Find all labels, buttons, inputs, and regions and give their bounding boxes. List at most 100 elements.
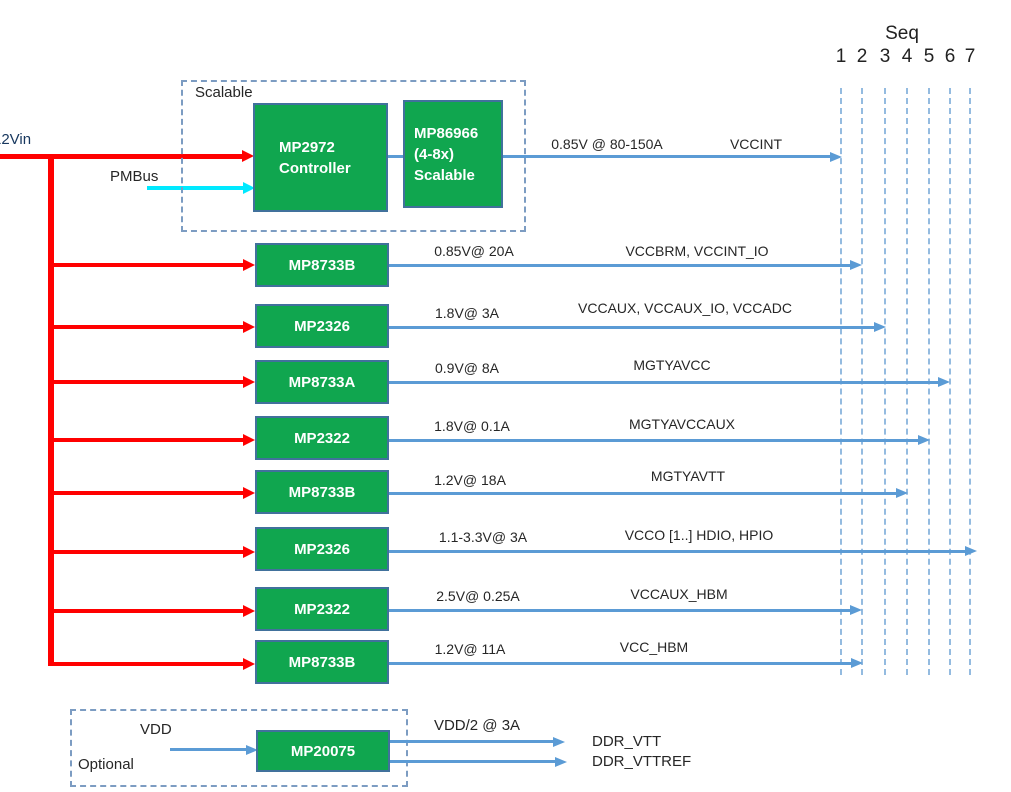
rail-spec-vccint: 0.85V @ 80-150A [551, 136, 663, 152]
ddr-vttref-label: DDR_VTTREF [592, 753, 692, 770]
rail-spec-6: 1.1-3.3V@ 3A [438, 529, 528, 545]
block-mp86966-line3: Scalable [414, 166, 475, 184]
block-rail-6-part: MP2326 [294, 540, 350, 558]
block-mp86966-line2: (4-8x) [414, 145, 455, 163]
rail-line-1 [389, 264, 850, 267]
bus-branch-7 [50, 609, 243, 613]
optional-group-label: Optional [78, 756, 134, 773]
rail-arrowhead-icon [851, 658, 863, 668]
block-rail-8-part: MP8733B [288, 653, 356, 671]
bus-main-line [0, 154, 243, 159]
seq-number-4: 4 [901, 46, 913, 67]
rail-line-3 [389, 381, 938, 384]
seq-title: Seq [885, 23, 919, 44]
rail-arrowhead-icon [830, 152, 842, 162]
rail-line-7 [389, 609, 850, 612]
ddr-vttref-line [390, 760, 555, 763]
rail-net-4: MGTYAVCCAUX [628, 416, 736, 432]
rail-net-6: VCCO [1..] HDIO, HPIO [624, 527, 774, 543]
rail-line-6 [389, 550, 965, 553]
bus-branch-arrowhead-icon [243, 321, 255, 333]
bus-branch-arrowhead-icon [243, 605, 255, 617]
rail-net-3: MGTYAVCC [633, 357, 711, 373]
bus-branch-5 [50, 491, 243, 495]
block-rail-4: MP2322 [255, 416, 389, 460]
block-rail-5-part: MP8733B [288, 483, 356, 501]
rail-arrowhead-icon [938, 377, 950, 387]
block-mp86966: MP86966 (4-8x) Scalable [403, 100, 503, 208]
block-rail-8: MP8733B [255, 640, 389, 684]
rail-arrowhead-icon [874, 322, 886, 332]
block-rail-3: MP8733A [255, 360, 389, 404]
bus-branch-6 [50, 550, 243, 554]
seq-line-6 [949, 88, 951, 675]
block-rail-6: MP2326 [255, 527, 389, 571]
ddr-vtt-arrowhead-icon [553, 737, 565, 747]
seq-number-3: 3 [879, 46, 891, 67]
rail-arrowhead-icon [850, 605, 862, 615]
pmbus-arrowhead-icon [243, 182, 255, 194]
rail-spec-2: 1.8V@ 3A [434, 305, 500, 321]
bus-branch-arrowhead-icon [243, 487, 255, 499]
bus-branch-3 [50, 380, 243, 384]
rail-spec-7: 2.5V@ 0.25A [436, 588, 520, 604]
rail-spec-3: 0.9V@ 8A [434, 360, 500, 376]
rail-line-2 [389, 326, 874, 329]
block-rail-7-part: MP2322 [294, 600, 350, 618]
bus-branch-arrowhead-icon [243, 546, 255, 558]
bus-branch-1 [50, 263, 243, 267]
block-rail-5: MP8733B [255, 470, 389, 514]
bus-branch-arrowhead-icon [243, 259, 255, 271]
rail-line-8 [389, 662, 851, 665]
bus-branch-arrowhead-icon [243, 658, 255, 670]
scalable-group-label: Scalable [195, 84, 253, 101]
block-mp86966-line1: MP86966 [414, 124, 479, 142]
rail-arrowhead-icon [918, 435, 930, 445]
seq-line-7 [969, 88, 971, 675]
block-mp2972-line1: MP2972 [279, 138, 335, 156]
rail-spec-5: 1.2V@ 18A [434, 472, 506, 488]
block-mp20075: MP20075 [256, 730, 390, 772]
vdd-input-line [170, 748, 246, 751]
bus-branch-arrowhead-icon [243, 376, 255, 388]
block-mp2972-line2: Controller [279, 159, 351, 177]
rail-spec-4: 1.8V@ 0.1A [434, 418, 510, 434]
bus-branch-8 [50, 662, 243, 666]
rail-net-5: MGTYAVTT [650, 468, 726, 484]
ddr-vtt-label: DDR_VTT [592, 733, 662, 750]
controller-stage-connector [388, 155, 403, 158]
rail-net-vccint: VCCINT [729, 136, 783, 152]
rail-arrowhead-icon [896, 488, 908, 498]
bus-vertical-line [48, 155, 54, 666]
rail-line-vccint [503, 155, 830, 158]
seq-number-2: 2 [856, 46, 868, 67]
ddr-output-spec: VDD/2 @ 3A [433, 717, 521, 734]
rail-net-2: VCCAUX, VCCAUX_IO, VCCADC [578, 300, 792, 316]
rail-net-8: VCC_HBM [619, 639, 689, 655]
block-rail-1: MP8733B [255, 243, 389, 287]
vdd-input-label: VDD [140, 721, 172, 738]
vdd-arrowhead-icon [246, 745, 258, 755]
rail-net-1: VCCBRM, VCCINT_IO [625, 243, 769, 259]
optional-group-box [70, 709, 408, 787]
rail-line-5 [389, 492, 896, 495]
seq-number-1: 1 [835, 46, 847, 67]
rail-line-4 [389, 439, 918, 442]
seq-number-7: 7 [964, 46, 976, 67]
ddr-vttref-arrowhead-icon [555, 757, 567, 767]
rail-arrowhead-icon [965, 546, 977, 556]
seq-number-6: 6 [944, 46, 956, 67]
seq-number-5: 5 [923, 46, 935, 67]
block-rail-2-part: MP2326 [294, 317, 350, 335]
bus-branch-arrowhead-icon [243, 434, 255, 446]
ddr-vtt-line [390, 740, 553, 743]
pmbus-line [147, 186, 243, 190]
block-rail-4-part: MP2322 [294, 429, 350, 447]
rail-spec-1: 0.85V@ 20A [434, 243, 514, 259]
block-mp2972-controller: MP2972 Controller [253, 103, 388, 212]
block-mp20075-part: MP20075 [290, 742, 356, 760]
block-rail-2: MP2326 [255, 304, 389, 348]
pmbus-label: PMBus [110, 168, 159, 185]
block-rail-7: MP2322 [255, 587, 389, 631]
rail-arrowhead-icon [850, 260, 862, 270]
